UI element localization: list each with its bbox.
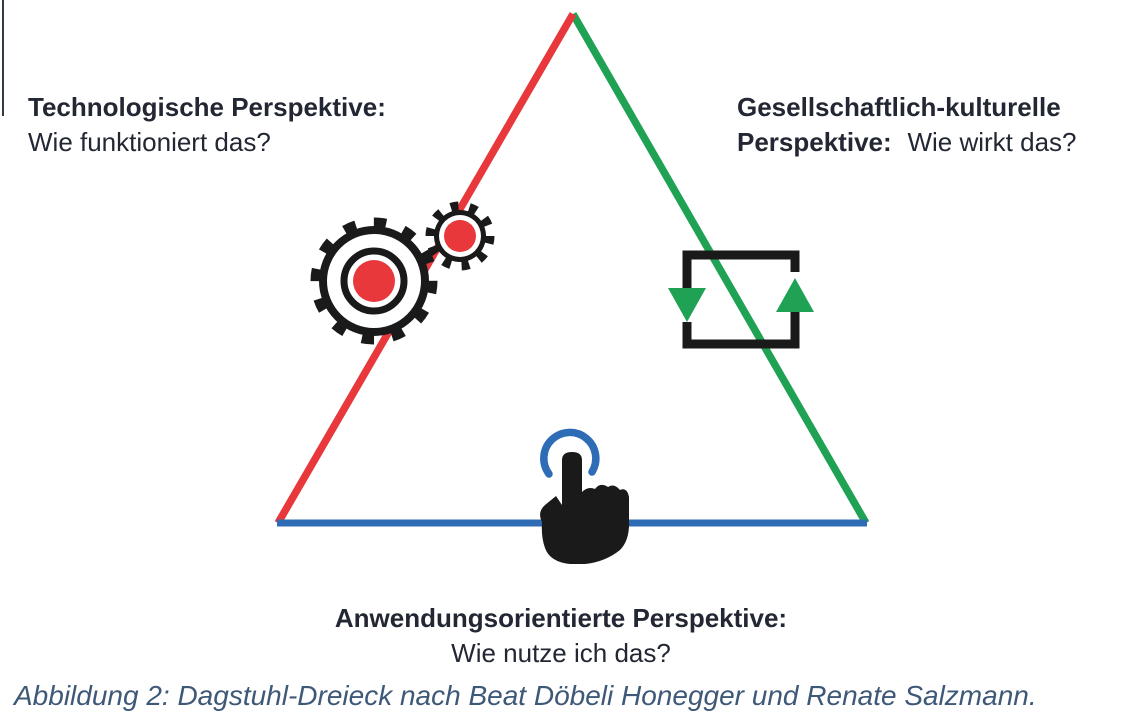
cycle-frame-top xyxy=(682,250,800,290)
technological-perspective-title: Technologische Perspektive: xyxy=(28,92,386,122)
cycle-arrows-icon xyxy=(668,250,814,349)
hand-tap-icon xyxy=(540,428,630,564)
application-perspective-question: Wie nutze ich das? xyxy=(451,638,671,668)
socio-cultural-perspective-title-line1: Gesellschaftlich-kulturelle xyxy=(737,92,1061,122)
technological-perspective-label: Technologische Perspektive: Wie funktion… xyxy=(28,90,386,160)
gears-icon xyxy=(310,201,495,345)
arrow-up-icon xyxy=(776,278,814,312)
socio-cultural-perspective-question: Wie wirkt das? xyxy=(907,127,1077,157)
gear-small-icon xyxy=(425,201,495,271)
figure-caption: Abbildung 2: Dagstuhl-Dreieck nach Beat … xyxy=(14,680,1037,711)
socio-cultural-perspective-label: Gesellschaftlich-kulturelle Perspektive:… xyxy=(737,90,1077,160)
arrow-down-icon xyxy=(668,288,706,322)
application-perspective-label: Anwendungsorientierte Perspektive: Wie n… xyxy=(0,601,1122,671)
cycle-frame-bottom xyxy=(682,310,800,349)
application-perspective-title: Anwendungsorientierte Perspektive: xyxy=(334,603,788,633)
hand-icon xyxy=(540,452,630,564)
tap-circle-icon xyxy=(540,428,600,478)
page-edge-artifact xyxy=(2,0,4,116)
gear-large-icon xyxy=(310,217,438,345)
technological-perspective-question: Wie funktioniert das? xyxy=(28,127,271,157)
triangle-edge-green xyxy=(569,12,870,525)
socio-cultural-perspective-title-line2: Perspektive: xyxy=(737,127,892,157)
dagstuhl-triangle-diagram xyxy=(274,12,870,564)
